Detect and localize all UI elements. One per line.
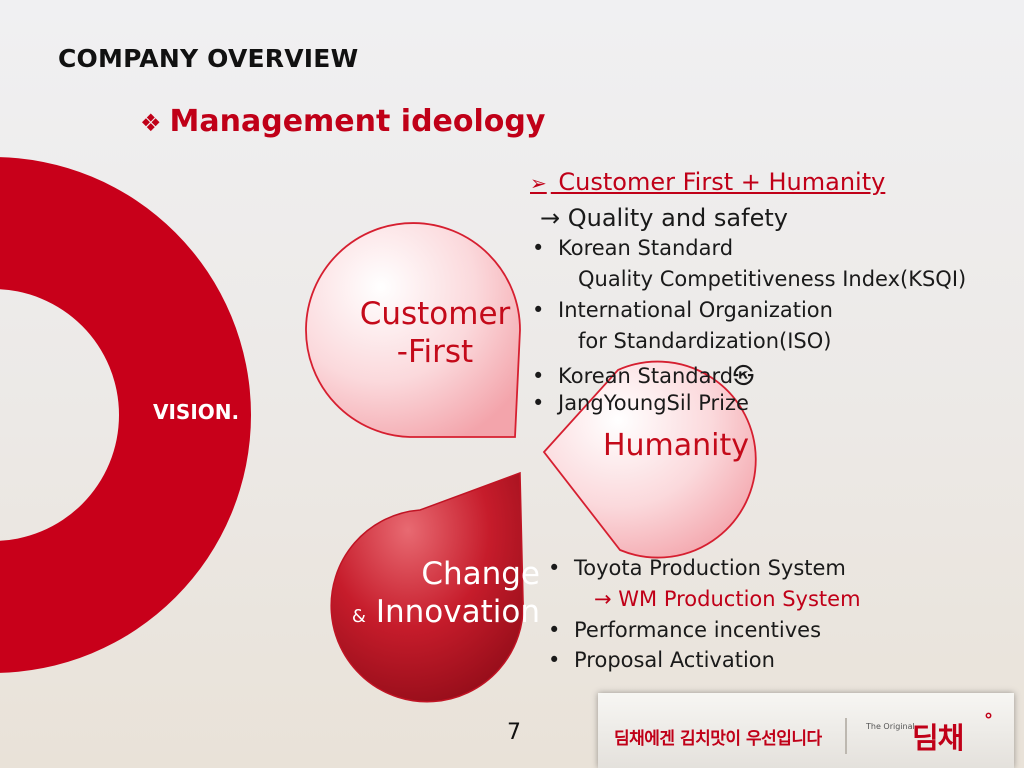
original-tag: The Original [866, 722, 915, 731]
list-item-text: for Standardization(ISO) [578, 329, 832, 353]
list-item-text: Toyota Production System [574, 556, 846, 580]
page-number: 7 [507, 720, 521, 745]
footer-divider [845, 718, 847, 754]
list-item-text: Performance incentives [574, 618, 822, 642]
bullet-icon: • [548, 648, 561, 672]
customer-first-heading-text: Customer First + Humanity [550, 168, 886, 196]
list-item: • Korean Standard㉿ [532, 360, 754, 390]
customer-label-line2: -First [396, 333, 474, 370]
change-innovation-petal [330, 471, 524, 703]
list-item-text: Quality Competitiveness Index(KSQI) [578, 267, 967, 291]
customer-first-subline: → Quality and safety [540, 204, 788, 232]
section-subtitle: ❖Management ideology [140, 104, 545, 139]
list-item: • Proposal Activation [548, 648, 775, 672]
list-item: for Standardization(ISO) [578, 329, 831, 353]
brand-slogan: 딤채에겐 김치맛이 우선입니다 [614, 729, 822, 749]
customer-first-petal [305, 222, 521, 438]
list-item: • Performance incentives [548, 618, 821, 642]
arrow-bullet-icon: ➢ [530, 171, 547, 195]
list-item-text: → WM Production System [594, 587, 861, 611]
bullet-icon: • [532, 391, 545, 415]
customer-first-heading: ➢ Customer First + Humanity [530, 168, 885, 196]
brand-footer [598, 693, 1014, 768]
vision-label: VISION. [153, 400, 240, 424]
vision-ring [0, 157, 251, 673]
list-item-text: Korean Standard㉿ [558, 364, 755, 388]
list-item: • JangYoungSil Prize [532, 391, 749, 415]
bullet-icon: • [532, 298, 545, 322]
customer-label-line1: Customer [359, 296, 511, 332]
change-label-line2: Innovation [375, 593, 540, 630]
humanity-petal [542, 360, 757, 559]
ampersand: & [351, 605, 366, 627]
page-title: COMPANY OVERVIEW [58, 44, 359, 73]
brand-degree-mark-icon: ° [984, 710, 993, 731]
list-item: • International Organization [532, 298, 833, 322]
bullet-icon: • [532, 236, 545, 260]
bullet-icon: • [532, 364, 545, 388]
list-item-text: Korean Standard [558, 236, 734, 260]
list-item: Quality Competitiveness Index(KSQI) [578, 267, 966, 291]
change-innovation-label: Change &Innovation [330, 556, 540, 632]
subtitle-text: Management ideology [169, 104, 546, 139]
list-item-text: International Organization [558, 298, 833, 322]
humanity-label: Humanity [602, 428, 750, 463]
list-item-text: Proposal Activation [574, 648, 775, 672]
change-label-line1: Change [421, 556, 540, 592]
list-item: • Korean Standard [532, 236, 733, 260]
list-item: → WM Production System [594, 587, 861, 611]
list-item-text: JangYoungSil Prize [558, 391, 749, 415]
bullet-icon: • [548, 556, 561, 580]
customer-first-label: Customer -First [350, 296, 520, 372]
list-item: • Toyota Production System [548, 556, 846, 580]
brand-logo: 딤채 [912, 721, 964, 755]
bullet-icon: • [548, 618, 561, 642]
diamond-bullet-icon: ❖ [140, 109, 162, 137]
